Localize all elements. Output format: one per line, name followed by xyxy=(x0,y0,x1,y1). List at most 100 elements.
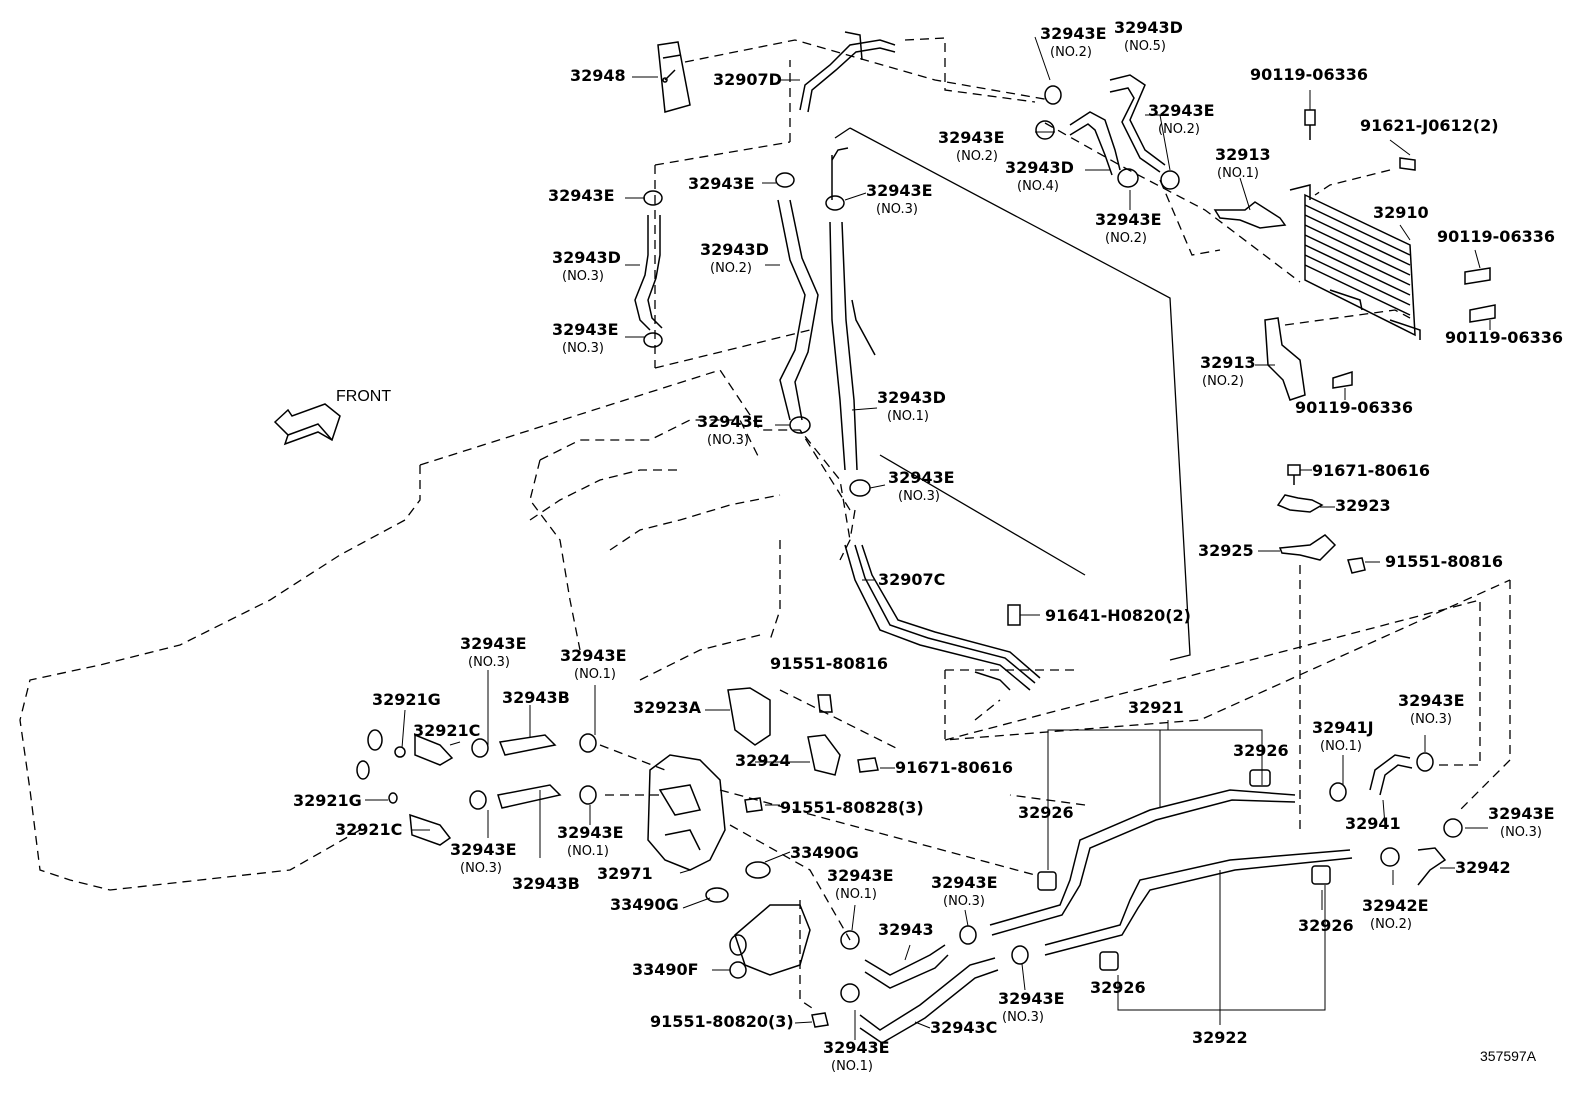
part-number-label: 32943E xyxy=(450,840,517,859)
front-arrow-icon xyxy=(273,403,341,446)
part-number-label: 32943D xyxy=(1005,158,1074,177)
part-variant-label: (NO.2) xyxy=(1370,917,1412,932)
part-number-label: 32971 xyxy=(597,864,653,883)
part-number-label: 32943E xyxy=(888,468,955,487)
part-number-label: 32926 xyxy=(1018,803,1074,822)
part-number-label: 32943E xyxy=(827,866,894,885)
part-number-label: 32941J xyxy=(1312,718,1374,737)
part-variant-label: (NO.2) xyxy=(1050,45,1092,60)
part-number-label: 91621-J0612(2) xyxy=(1360,116,1499,135)
part-number-label: 32941 xyxy=(1345,814,1401,833)
part-number-label: 32926 xyxy=(1090,978,1146,997)
part-number-label: 32923 xyxy=(1335,496,1391,515)
part-number-label: 32943E xyxy=(1488,804,1555,823)
part-variant-label: (NO.3) xyxy=(1002,1010,1044,1025)
part-number-label: 33490F xyxy=(632,960,699,979)
part-variant-label: (NO.3) xyxy=(943,894,985,909)
part-variant-label: (NO.3) xyxy=(562,269,604,284)
part-number-label: 32924 xyxy=(735,751,791,770)
part-number-label: 90119-06336 xyxy=(1437,227,1555,246)
part-number-label: 32923A xyxy=(633,698,702,717)
part-number-label: 90119-06336 xyxy=(1250,65,1368,84)
hoses xyxy=(356,31,1496,1044)
part-number-label: 33490G xyxy=(610,895,679,914)
dashed-outlines xyxy=(19,37,1511,1011)
part-number-label: 91671-80616 xyxy=(895,758,1013,777)
part-variant-label: (NO.2) xyxy=(1202,374,1244,389)
part-number-label: 32943E xyxy=(1040,24,1107,43)
part-variant-label: (NO.3) xyxy=(898,489,940,504)
part-number-label: 91551-80816 xyxy=(770,654,888,673)
part-number-label: 32943C xyxy=(930,1018,998,1037)
part-number-label: 32921C xyxy=(335,820,403,839)
part-number-label: 90119-06336 xyxy=(1445,328,1563,347)
part-number-label: 32943B xyxy=(502,688,570,707)
part-number-label: 32943E xyxy=(823,1038,890,1057)
part-number-label: 32943E xyxy=(998,989,1065,1008)
radiator-outline xyxy=(834,127,1191,661)
part-number-label: 32925 xyxy=(1198,541,1254,560)
part-variant-label: (NO.2) xyxy=(1158,122,1200,137)
part-variant-label: (NO.3) xyxy=(460,861,502,876)
part-variant-label: (NO.1) xyxy=(887,409,929,424)
part-number-label: 91551-80820(3) xyxy=(650,1012,794,1031)
part-number-label: 32943E xyxy=(697,412,764,431)
part-variant-label: (NO.3) xyxy=(1500,825,1542,840)
part-number-label: 91641-H0820(2) xyxy=(1045,606,1191,625)
part-variant-label: (NO.1) xyxy=(831,1059,873,1074)
part-variant-label: (NO.1) xyxy=(1217,166,1259,181)
part-number-label: 32926 xyxy=(1298,916,1354,935)
part-number-label: 32943D xyxy=(552,248,621,267)
part-variant-label: (NO.5) xyxy=(1124,39,1166,54)
part-variant-label: (NO.1) xyxy=(1320,739,1362,754)
part-number-label: 32921G xyxy=(372,690,441,709)
front-label: FRONT xyxy=(336,388,392,405)
part-number-label: 32943D xyxy=(877,388,946,407)
part-variant-label: (NO.3) xyxy=(468,655,510,670)
part-number-label: 32943D xyxy=(700,240,769,259)
part-number-label: 32943E xyxy=(548,186,615,205)
part-variant-label: (NO.3) xyxy=(562,341,604,356)
part-number-label: 32922 xyxy=(1192,1028,1248,1047)
part-variant-label: (NO.3) xyxy=(876,202,918,217)
part-number-label: 91551-80816 xyxy=(1385,552,1503,571)
part-number-label: 32943E xyxy=(560,646,627,665)
part-number-label: 32926 xyxy=(1233,741,1289,760)
part-number-label: 32943 xyxy=(878,920,934,939)
part-variant-label: (NO.2) xyxy=(1105,231,1147,246)
part-number-label: 91671-80616 xyxy=(1312,461,1430,480)
part-number-label: 32948 xyxy=(570,66,626,85)
part-number-label: 32907C xyxy=(878,570,946,589)
part-number-label: 32943E xyxy=(557,823,624,842)
part-number-label: 32942E xyxy=(1362,896,1429,915)
part-number-label: 32943E xyxy=(938,128,1005,147)
diagram-code: 357597A xyxy=(1480,1048,1537,1064)
part-number-label: 33490G xyxy=(790,843,859,862)
part-number-label: 32943E xyxy=(1148,101,1215,120)
part-variant-label: (NO.1) xyxy=(574,667,616,682)
part-number-label: 32943E xyxy=(931,873,998,892)
part-number-label: 32943E xyxy=(1095,210,1162,229)
part-variant-label: (NO.4) xyxy=(1017,179,1059,194)
part-variant-label: (NO.1) xyxy=(567,844,609,859)
part-number-label: 91551-80828(3) xyxy=(780,798,924,817)
part-number-label: 32921G xyxy=(293,791,362,810)
part-number-label: 32943E xyxy=(1398,691,1465,710)
part-number-label: 32942 xyxy=(1455,858,1511,877)
part-number-label: 32943E xyxy=(866,181,933,200)
part-variant-label: (NO.2) xyxy=(710,261,752,276)
part-number-label: 32943B xyxy=(512,874,580,893)
part-number-label: 32907D xyxy=(713,70,782,89)
leader-lines xyxy=(365,36,1491,1040)
part-variant-label: (NO.3) xyxy=(707,433,749,448)
part-number-label: 32943E xyxy=(460,634,527,653)
part-number-label: 32943D xyxy=(1114,18,1183,37)
part-number-label: 32910 xyxy=(1373,203,1429,222)
part-number-label: 32921C xyxy=(413,721,481,740)
part-variant-label: (NO.1) xyxy=(835,887,877,902)
part-number-label: 32943E xyxy=(688,174,755,193)
part-number-label: 32913 xyxy=(1200,353,1256,372)
part-variant-label: (NO.3) xyxy=(1410,712,1452,727)
part-number-label: 32913 xyxy=(1215,145,1271,164)
